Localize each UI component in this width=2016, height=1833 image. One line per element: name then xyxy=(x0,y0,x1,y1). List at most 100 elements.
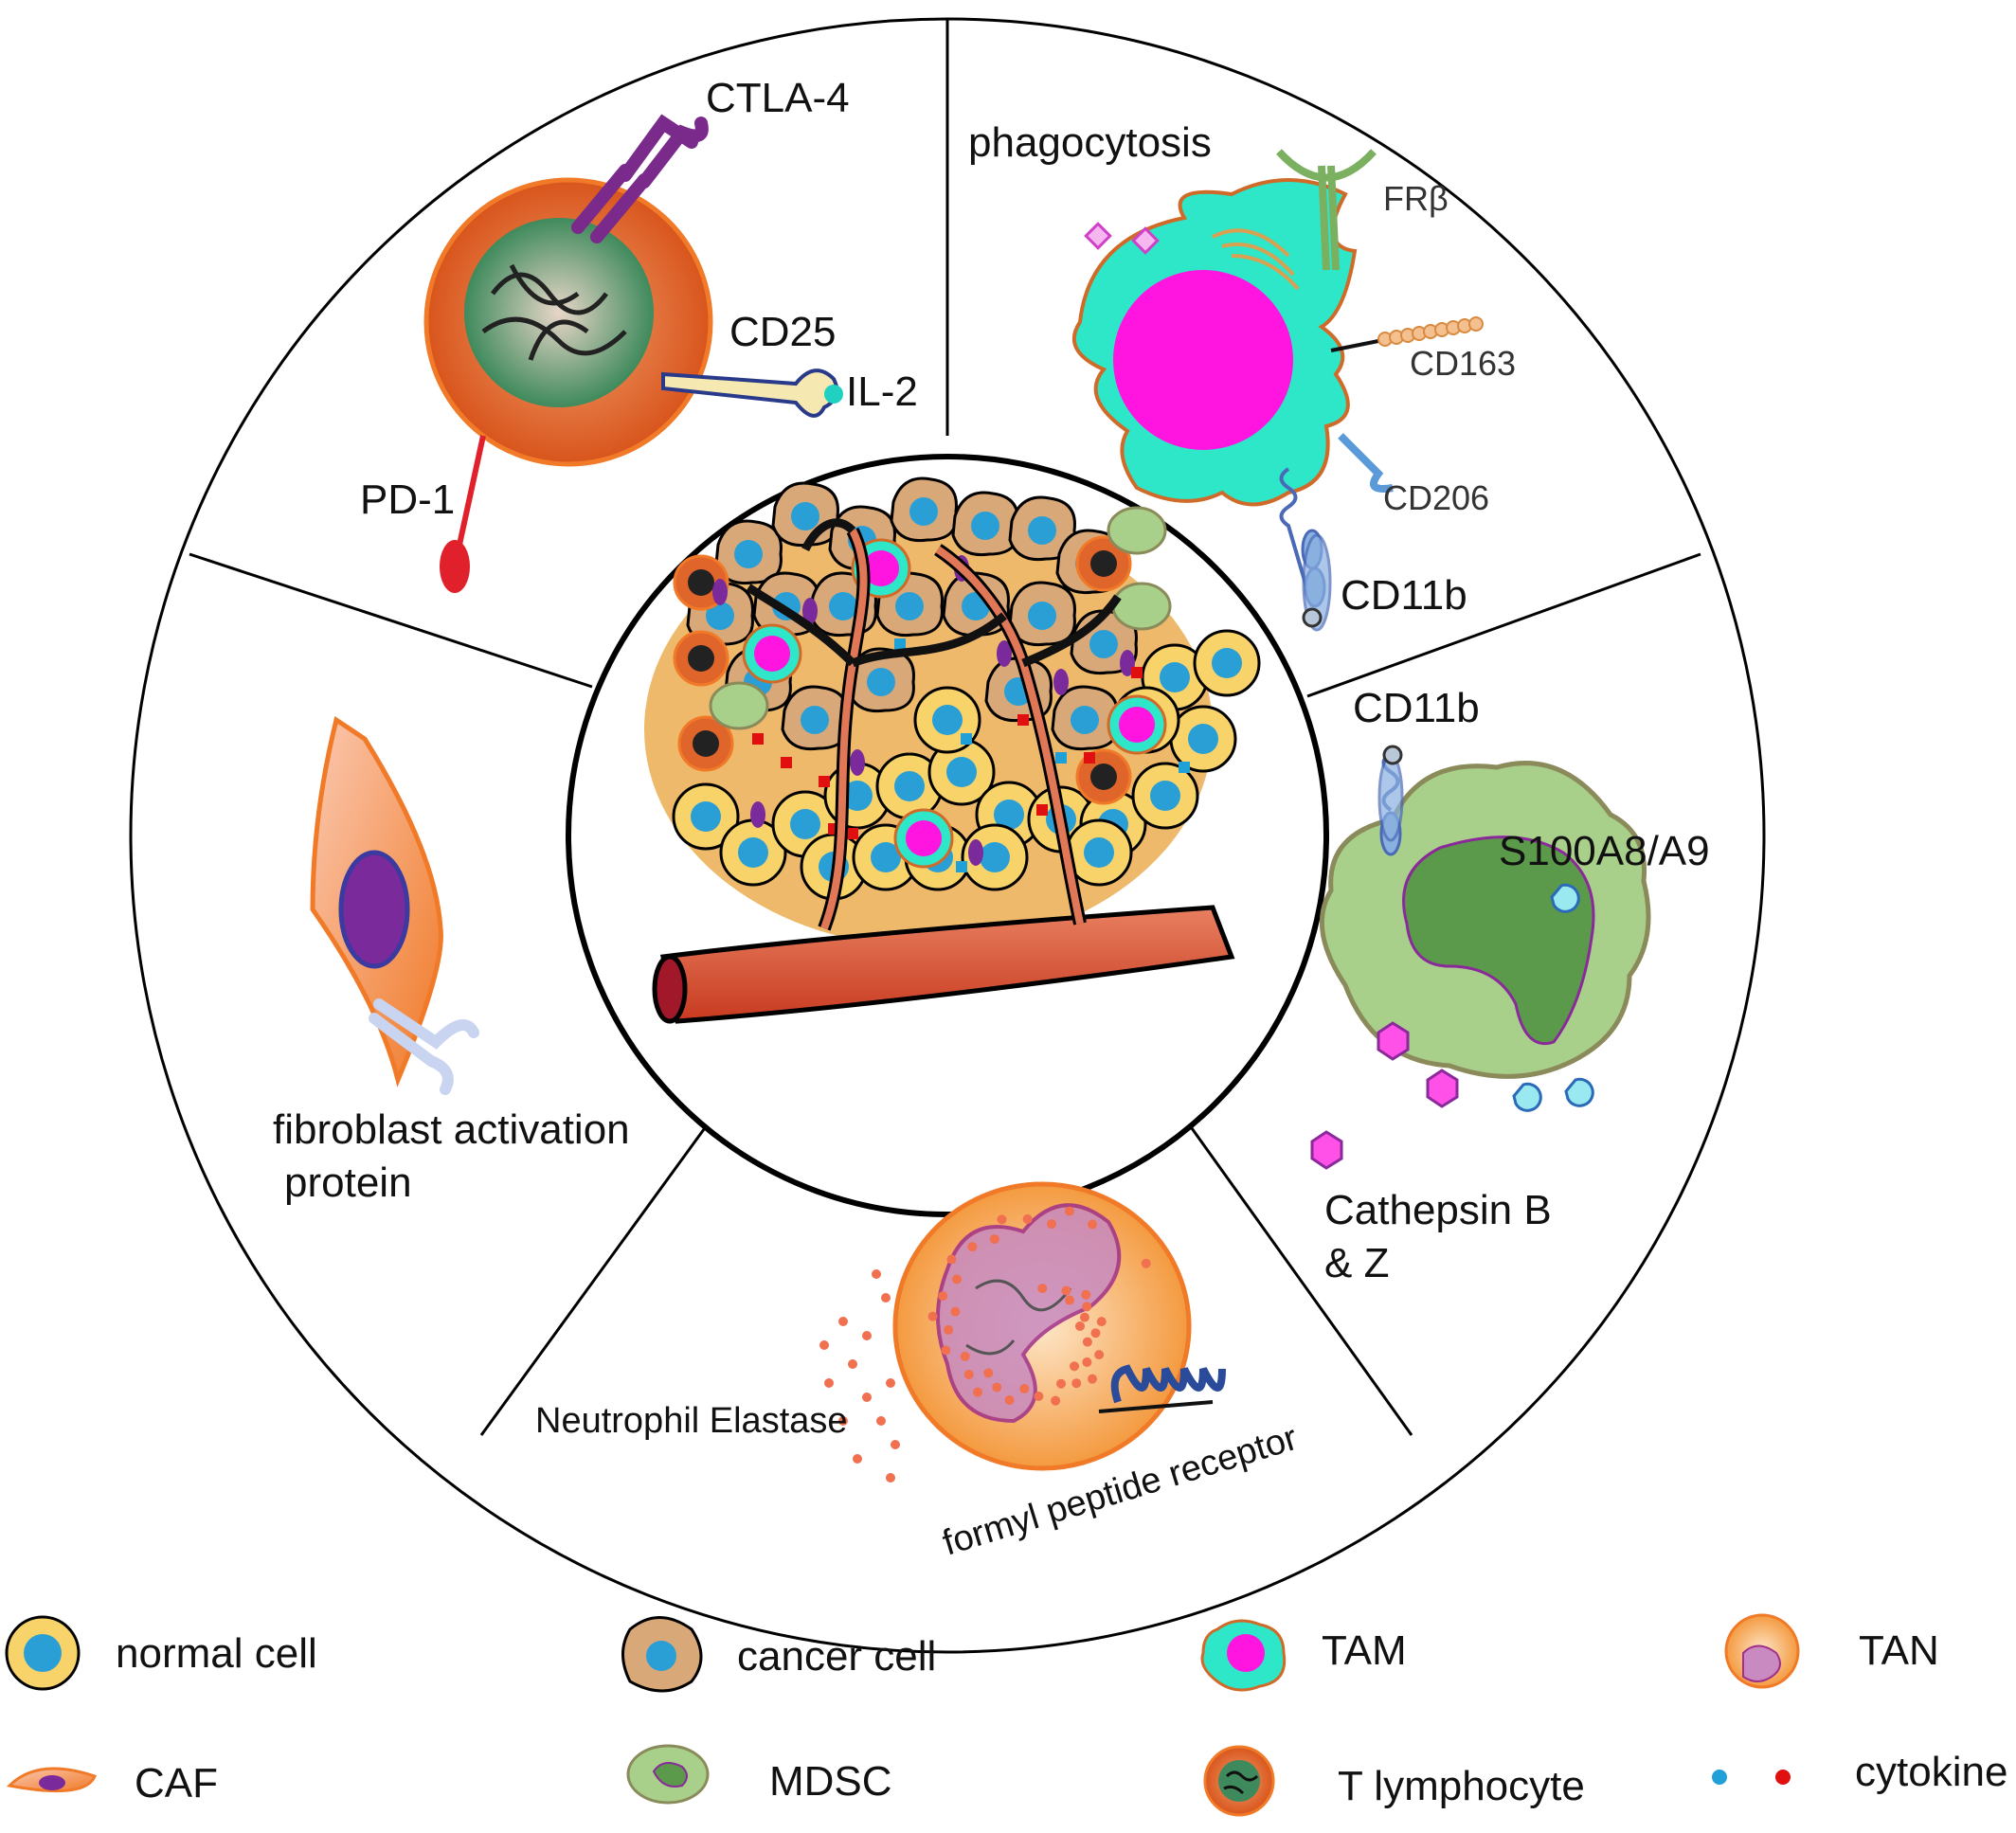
label-cd11b-mdsc: CD11b xyxy=(1353,685,1480,731)
legend: normal cell cancer cell TAM TAN CAF MDSC… xyxy=(5,1613,2007,1817)
cancer-cell-nucleus xyxy=(895,592,924,620)
granule xyxy=(1056,1378,1067,1389)
ctla4-arms xyxy=(619,114,709,189)
cancer-cell-nucleus xyxy=(971,512,999,540)
granule xyxy=(1141,1258,1151,1268)
cytokine xyxy=(819,776,830,787)
normal-cell-nucleus xyxy=(1212,648,1242,678)
cytokine xyxy=(956,861,967,872)
granule xyxy=(1088,1219,1098,1230)
cancer-cell-nucleus xyxy=(706,602,734,630)
granule xyxy=(1094,1350,1105,1360)
granule xyxy=(1019,1384,1030,1394)
cytokine xyxy=(752,733,764,745)
t-cell-nucleus xyxy=(464,218,654,407)
tan-chromatin xyxy=(965,1279,1072,1356)
t-lymphocyte-sector: CTLA-4 CD25 IL-2 PD-1 xyxy=(360,75,918,593)
mdsc-cell xyxy=(1107,506,1167,555)
cytokine xyxy=(847,828,858,839)
normal-cell-nucleus xyxy=(24,1634,62,1672)
granule xyxy=(963,1369,974,1379)
granule xyxy=(1064,1206,1074,1216)
normal-cell-nucleus xyxy=(1150,781,1180,811)
label-cd206: CD206 xyxy=(1383,478,1489,517)
granule xyxy=(1037,1284,1048,1294)
granule xyxy=(1070,1361,1080,1372)
normal-cell-nucleus xyxy=(894,771,925,801)
label-fap-line1: fibroblast activation xyxy=(273,1106,630,1153)
cancer-cell-nucleus xyxy=(1071,706,1099,734)
normal-cell-nucleus xyxy=(871,842,901,872)
mdsc-cell xyxy=(709,681,769,730)
granule xyxy=(992,1382,1002,1393)
label-cd11b-tam: CD11b xyxy=(1341,572,1467,619)
granule xyxy=(983,1368,994,1378)
tam-nucleus xyxy=(1113,270,1293,450)
normal-cell-nucleus xyxy=(932,705,963,735)
normal-cell-nucleus xyxy=(842,781,873,811)
phagocytosed-particle xyxy=(1084,222,1112,250)
granule xyxy=(1046,1219,1056,1230)
cancer-cell-nucleus xyxy=(829,592,857,620)
tam-icon-nucleus xyxy=(1227,1634,1265,1672)
tan-icon-nucleus xyxy=(1742,1644,1781,1682)
spoke-right xyxy=(1306,552,1701,698)
granule xyxy=(946,1254,957,1265)
legend-label-cancer-cell: cancer cell xyxy=(737,1633,936,1680)
granule xyxy=(1034,1392,1044,1402)
mdsc-sector: CD11b S100A8/A9 Cathepsin B & Z xyxy=(1310,685,1710,1286)
label-fr-beta: FRβ xyxy=(1383,179,1449,218)
granule xyxy=(938,1291,948,1302)
normal-cell-nucleus xyxy=(691,801,721,832)
label-il2: IL-2 xyxy=(846,368,918,415)
tan-sector: Neutrophil Elastase formyl peptide recep… xyxy=(535,1181,1303,1564)
caf-sector: fibroblast activation protein xyxy=(273,715,630,1206)
granule xyxy=(1061,1285,1071,1296)
cd11b-domain xyxy=(1377,753,1404,842)
cytokine xyxy=(1084,752,1095,764)
cancer-cell-nucleus xyxy=(801,706,829,734)
spoke-left xyxy=(189,552,593,689)
caf-nucleus xyxy=(338,850,410,969)
elastase-particle xyxy=(862,1331,872,1340)
cytokine xyxy=(1017,714,1029,726)
cd163-stalk xyxy=(1330,339,1379,352)
granule xyxy=(1087,1374,1097,1384)
caf-cell xyxy=(750,801,765,828)
cd11b-stalk-tam xyxy=(1279,467,1314,607)
granule xyxy=(952,1274,963,1285)
legend-label-tam: TAM xyxy=(1322,1627,1407,1674)
mdsc-nucleus xyxy=(1402,836,1595,1045)
legend-label-cytokine: cytokine xyxy=(1855,1749,2007,1795)
label-cd163: CD163 xyxy=(1410,344,1516,383)
label-cathepsin: Cathepsin B xyxy=(1324,1187,1552,1233)
tan-granules xyxy=(927,1206,1151,1406)
cd163-receptor xyxy=(1377,316,1484,347)
caf-cell xyxy=(802,598,818,624)
granule xyxy=(927,1311,938,1321)
spoke-bottom-right xyxy=(1159,1084,1413,1436)
elastase-particle xyxy=(886,1378,895,1388)
cd163-domain xyxy=(1468,316,1484,332)
tam-sector: phagocytosis FRβ CD163 CD206 CD11b xyxy=(968,119,1516,632)
caf-cell xyxy=(850,749,865,776)
phagocytosed-particle xyxy=(1131,226,1160,255)
cancer-cell-nucleus xyxy=(791,502,819,530)
formyl-peptide-receptor xyxy=(1098,1364,1226,1413)
il2-dot xyxy=(824,385,843,404)
vessel-branch-fill xyxy=(820,529,868,930)
blood-vessel xyxy=(659,905,1235,1024)
t-lymphocyte-nucleus xyxy=(1090,550,1117,577)
granule xyxy=(1082,1337,1092,1347)
granule xyxy=(944,1324,954,1335)
normal-cell-nucleus xyxy=(1084,837,1114,868)
chromatin xyxy=(481,263,627,361)
normal-cell-nucleus xyxy=(1188,724,1218,754)
cancer-cell-nucleus xyxy=(1089,630,1118,658)
tumor-cluster xyxy=(644,476,1261,1024)
legend-label-tan: TAN xyxy=(1859,1627,1939,1674)
cancer-cell-nucleus xyxy=(1028,516,1056,545)
granule xyxy=(1022,1213,1033,1224)
cd11b-tip xyxy=(1382,745,1403,765)
elastase-particle xyxy=(848,1359,857,1369)
